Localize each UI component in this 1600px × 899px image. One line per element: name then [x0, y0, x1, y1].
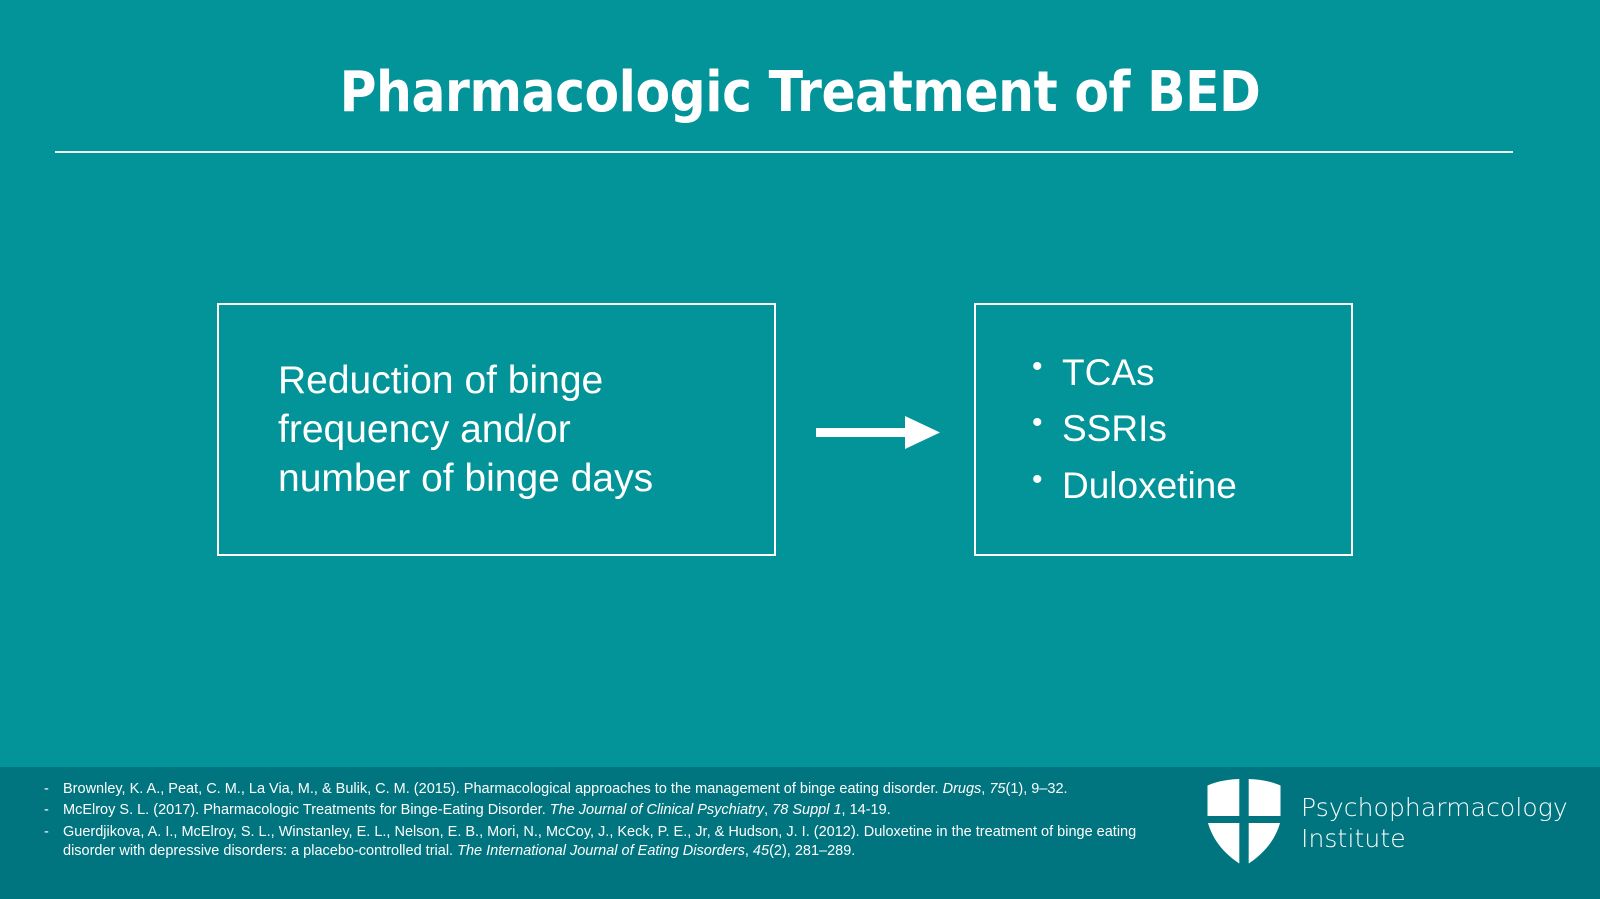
left-box-text: Reduction of binge frequency and/or numb… [219, 356, 673, 503]
brand-name: Psychopharmacology Institute [1301, 793, 1568, 854]
treatment-bullet-list: TCAs SSRIs Duloxetine [976, 344, 1237, 514]
list-item: Guerdjikova, A. I., McElroy, S. L., Wins… [41, 823, 1171, 861]
title-divider [55, 151, 1513, 153]
left-box-line-2: frequency and/or [278, 407, 571, 451]
list-item: McElroy S. L. (2017). Pharmacologic Trea… [41, 801, 1171, 820]
diagram: Reduction of binge frequency and/or numb… [0, 0, 1600, 767]
footer-band: Brownley, K. A., Peat, C. M., La Via, M.… [0, 767, 1600, 899]
right-arrow-icon [816, 416, 940, 449]
left-concept-box: Reduction of binge frequency and/or numb… [217, 303, 776, 556]
list-item: TCAs [1032, 344, 1237, 401]
brand-name-line-1: Psychopharmacology [1301, 793, 1568, 822]
brand-logo: Psychopharmacology Institute [1205, 771, 1568, 876]
left-box-line-1: Reduction of binge [278, 358, 604, 402]
brand-name-line-2: Institute [1301, 823, 1406, 853]
list-item: Duloxetine [1032, 457, 1237, 514]
page-title: Pharmacologic Treatment of BED [339, 60, 1261, 125]
right-treatment-box: TCAs SSRIs Duloxetine [974, 303, 1353, 556]
left-box-line-3: number of binge days [278, 457, 654, 501]
list-item: Brownley, K. A., Peat, C. M., La Via, M.… [41, 780, 1171, 799]
shield-icon [1207, 778, 1281, 863]
list-item: SSRIs [1032, 400, 1237, 457]
references-list: Brownley, K. A., Peat, C. M., La Via, M.… [41, 780, 1171, 863]
